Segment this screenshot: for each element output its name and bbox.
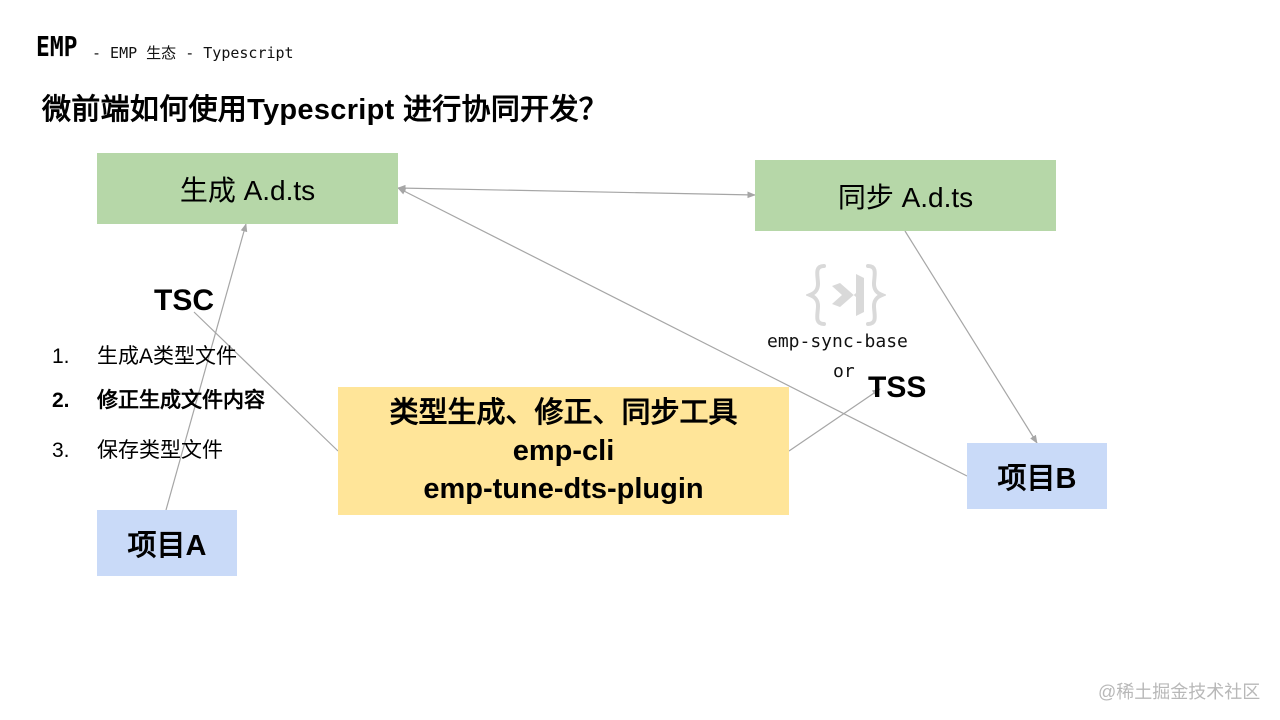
arrow-generate-sync [397, 184, 756, 199]
tools-box-line-1: 类型生成、修正、同步工具 [389, 397, 738, 429]
slide-title: 微前端如何使用Typescript 进行协同开发？ [42, 94, 609, 126]
arrow-tools-to-tss [788, 388, 881, 452]
list-item: 1. 生成A类型文件 [52, 340, 237, 370]
step-number: 2. [52, 389, 70, 412]
step-number: 1. [52, 345, 70, 368]
arrow-project-a-to-generate [165, 223, 248, 511]
list-item: 2. 修正生成文件内容 [52, 384, 265, 414]
sync-tool-label: emp-sync-base [767, 331, 908, 352]
watermark: @稀土掘金技术社区 [1098, 682, 1261, 702]
tsc-label: TSC [154, 284, 214, 317]
step-number: 3. [52, 439, 70, 462]
arrow-project-b-to-generate [397, 187, 968, 477]
or-label: or [833, 361, 855, 382]
header-subtitle: - EMP 生态 - Typescript [92, 44, 294, 62]
step-text: 保存类型文件 [97, 439, 223, 462]
arrow-sync-to-project-b [904, 230, 1038, 444]
step-text: 修正生成文件内容 [97, 389, 265, 412]
visual-studio-code-icon [806, 264, 886, 326]
step-text: 生成A类型文件 [97, 345, 238, 368]
sync-dts-box: 同步 A.d.ts [755, 160, 1056, 231]
project-a-box: 项目A [97, 510, 237, 576]
brand-title: EMP [36, 30, 78, 63]
project-b-box: 项目B [967, 443, 1107, 509]
generate-dts-box: 生成 A.d.ts [97, 153, 398, 224]
tss-label: TSS [868, 371, 927, 404]
tools-box-line-2: emp-cli [512, 435, 615, 467]
tools-box-line-3: emp-tune-dts-plugin [423, 473, 704, 505]
tools-box: 类型生成、修正、同步工具 emp-cli emp-tune-dts-plugin [338, 387, 789, 515]
connector-tsc-to-tools [193, 311, 339, 452]
list-item: 3. 保存类型文件 [52, 434, 223, 464]
